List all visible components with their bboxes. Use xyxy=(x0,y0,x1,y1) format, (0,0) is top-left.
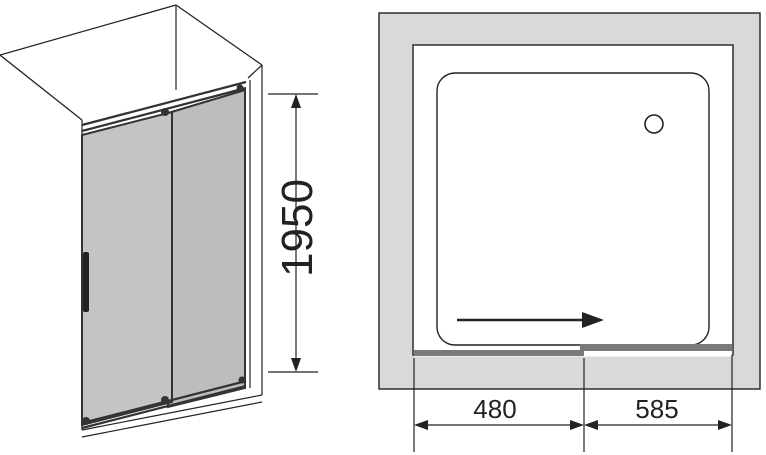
door-handle-icon xyxy=(83,252,89,312)
right-wall xyxy=(175,5,263,395)
shower-tray xyxy=(436,72,710,346)
roller-bottom-left-icon xyxy=(82,417,90,425)
roller-top-icon xyxy=(161,108,169,116)
drain-icon xyxy=(644,114,664,134)
width-dimensions xyxy=(413,355,733,452)
sliding-glass-panel xyxy=(81,110,173,427)
fixed-glass-panel xyxy=(167,88,246,409)
roller-bottom-mid-icon xyxy=(161,396,169,404)
height-label: 1950 xyxy=(273,179,322,277)
floor-edge xyxy=(81,394,263,438)
door-track-left xyxy=(414,350,584,356)
plan-view: 480 585 xyxy=(378,12,761,452)
door-track-right xyxy=(580,344,732,351)
right-width-label: 585 xyxy=(635,394,678,424)
left-width-label: 480 xyxy=(473,394,516,424)
roller-bottom-right-icon xyxy=(238,376,246,384)
ceiling-outline xyxy=(0,4,263,121)
height-dimension xyxy=(268,93,318,373)
perspective-view: 1950 xyxy=(0,4,322,438)
sliding-direction-arrow-icon xyxy=(457,312,604,328)
roller-top-right-icon xyxy=(236,84,244,92)
